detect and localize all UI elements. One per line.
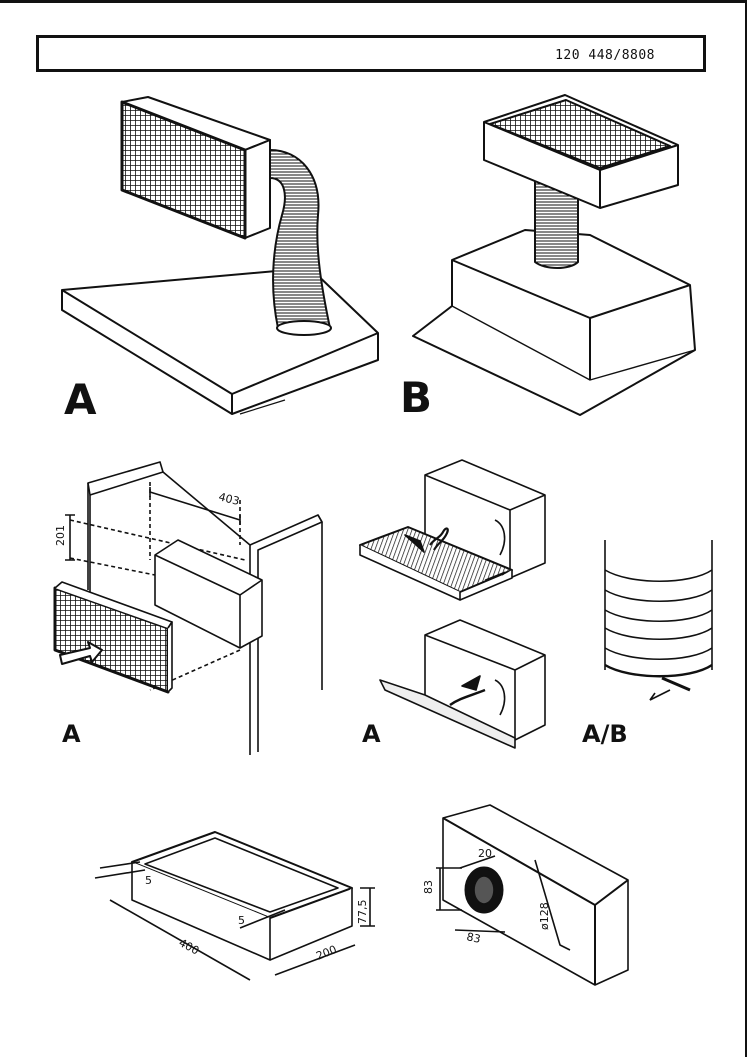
top-border — [0, 0, 747, 3]
dimension-5-bottom: 5 — [238, 914, 245, 927]
dimension-83-vertical: 83 — [422, 880, 435, 894]
figure-ab-label: A/B — [582, 720, 628, 748]
figure-b-label: B — [400, 373, 432, 422]
dimension-20: 20 — [478, 847, 492, 860]
dimension-201: 201 — [54, 525, 67, 546]
dimension-400: 400 — [177, 936, 202, 957]
outlet-box-dimension-drawing — [436, 804, 629, 986]
figure-ab-duct-clamp — [604, 540, 713, 701]
figure-a-filter-steps — [359, 459, 546, 749]
figure-a-label-3: A — [362, 720, 381, 748]
dimension-5-top: 5 — [145, 874, 152, 887]
figure-a-cabinet-installation — [53, 461, 323, 755]
right-border — [745, 0, 747, 1057]
dimension-77-5: 77,5 — [356, 900, 369, 925]
dimension-403: 403 — [217, 490, 241, 508]
document-code: 120 448/8808 — [555, 48, 655, 63]
dimension-diameter-128: ø128 — [538, 902, 551, 930]
figure-a-label: A — [64, 375, 97, 424]
dimension-83-horizontal: 83 — [465, 930, 481, 946]
figure-b-hood-top-outlet — [412, 94, 696, 416]
header-frame: 120 448/8808 — [36, 35, 706, 72]
dimension-200: 200 — [314, 943, 338, 963]
figure-a-label-2: A — [62, 720, 81, 748]
filter-dimension-drawing — [94, 831, 375, 981]
figure-a-hood-wall-outlet — [61, 96, 379, 415]
